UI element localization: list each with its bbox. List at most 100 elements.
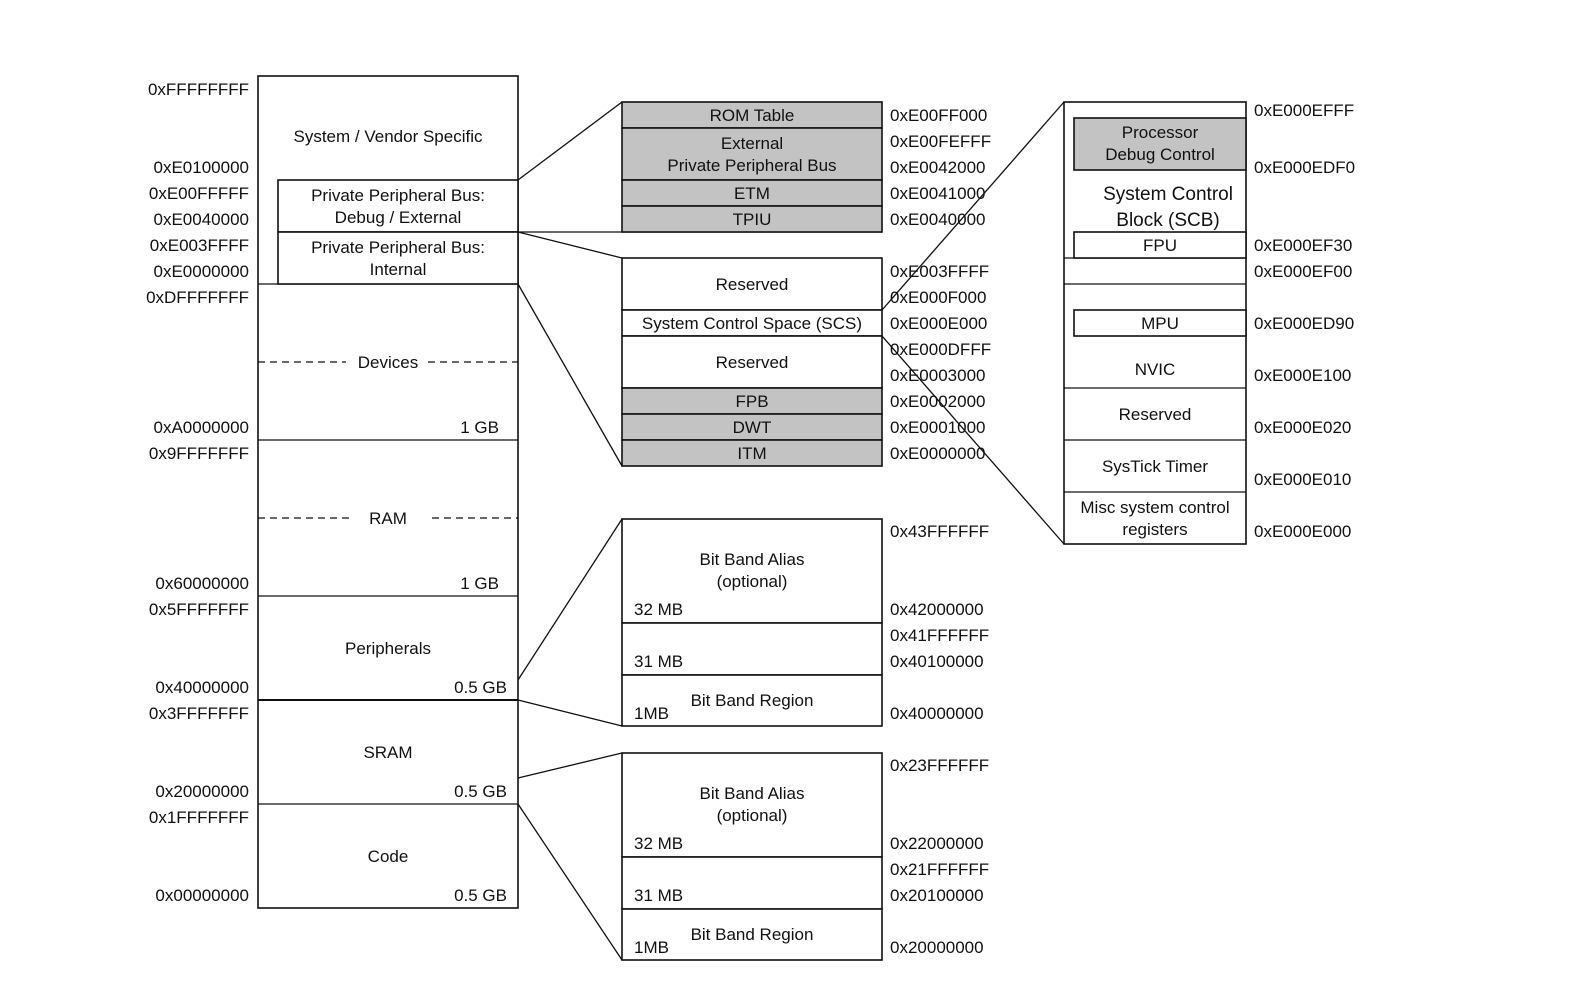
address-label: 0xE0003000	[890, 366, 985, 385]
address-label: 0x1FFFFFFF	[149, 808, 249, 827]
itm-block	[621, 439, 883, 467]
systick-label: SysTick Timer	[1102, 457, 1208, 476]
bitband-region-size: 1MB	[634, 704, 669, 723]
address-label: 0x60000000	[155, 574, 249, 593]
fpu-label: FPU	[1143, 236, 1177, 255]
region-ppb-internal-line2: Internal	[370, 260, 427, 279]
address-label: 0xE000EF30	[1254, 236, 1352, 255]
debug-control-block	[1073, 117, 1247, 171]
address-label: 0xE0000000	[154, 262, 249, 281]
region-code: Code	[368, 847, 409, 866]
address-label: 0xE000DFFF	[890, 340, 991, 359]
address-label: 0xE000E010	[1254, 470, 1351, 489]
scs-detail: Processor Debug Control System Control B…	[1063, 101, 1355, 545]
bitband-region-label: Bit Band Region	[691, 925, 814, 944]
bitband-alias-label-line2: (optional)	[717, 806, 788, 825]
address-label: 0x20000000	[155, 782, 249, 801]
address-label: 0xE000E000	[1254, 522, 1351, 541]
address-label: 0xE000EFFF	[1254, 101, 1354, 120]
address-label: 0x20100000	[890, 886, 984, 905]
address-label: 0x3FFFFFFF	[149, 704, 249, 723]
address-label: 0xE000ED90	[1254, 314, 1354, 333]
address-label: 0x21FFFFFF	[890, 860, 989, 879]
address-label: 0xFFFFFFFF	[148, 80, 249, 99]
region-ppb-internal-line1: Private Peripheral Bus:	[311, 238, 485, 257]
region-ppb-external-line2: Debug / External	[335, 208, 462, 227]
address-label: 0xE000F000	[890, 288, 986, 307]
external-ppb-label-line1: External	[721, 134, 783, 153]
region-sram: SRAM	[363, 743, 412, 762]
address-label: 0xE0100000	[154, 158, 249, 177]
region-sram-size: 0.5 GB	[454, 782, 507, 801]
address-label: 0x40000000	[155, 678, 249, 697]
main-map-addresses: 0xFFFFFFFF 0xE0100000 0xE00FFFFF 0xE0040…	[146, 80, 249, 905]
fpb-block	[621, 387, 883, 415]
itm-label: ITM	[737, 444, 766, 463]
address-label: 0xE0041000	[890, 184, 985, 203]
bitband-alias-label-line2: (optional)	[717, 572, 788, 591]
ppb-internal-region	[277, 231, 519, 285]
misc-control-label-line1: Misc system control	[1080, 498, 1229, 517]
bitband-region-block	[621, 674, 883, 727]
bitband-peripheral-detail: Bit Band Alias (optional) 32 MB 31 MB 1M…	[621, 518, 989, 727]
region-peripherals: Peripherals	[345, 639, 431, 658]
region-ram: RAM	[369, 509, 407, 528]
reserved-label: Reserved	[1119, 405, 1192, 424]
scs-label: System Control Space (SCS)	[642, 314, 862, 333]
bitband-alias-size: 32 MB	[634, 600, 683, 619]
bitband-gap-size: 31 MB	[634, 652, 683, 671]
etm-label: ETM	[734, 184, 770, 203]
address-label: 0xE0000000	[890, 444, 985, 463]
address-label: 0xE000EDF0	[1254, 158, 1355, 177]
address-label: 0xE000E000	[890, 314, 987, 333]
address-label: 0x22000000	[890, 834, 984, 853]
bitband-alias-size: 32 MB	[634, 834, 683, 853]
address-label: 0xE000E020	[1254, 418, 1351, 437]
region-ppb-external-line1: Private Peripheral Bus:	[311, 186, 485, 205]
external-ppb-block	[621, 127, 883, 181]
nvic-label: NVIC	[1135, 360, 1176, 379]
etm-block	[621, 179, 883, 207]
address-label: 0xE003FFFF	[150, 236, 249, 255]
address-label: 0xE0040000	[154, 210, 249, 229]
mpu-block	[1073, 309, 1247, 337]
reserved-block	[621, 335, 883, 389]
address-label: 0xE0002000	[890, 392, 985, 411]
region-system-vendor: System / Vendor Specific	[294, 127, 483, 146]
region-ram-size: 1 GB	[460, 574, 499, 593]
address-label: 0xE0042000	[890, 158, 985, 177]
ppb-internal-detail: Reserved System Control Space (SCS) Rese…	[621, 257, 991, 467]
fpu-block	[1073, 231, 1247, 259]
scb-label-line1: System Control	[1103, 184, 1233, 205]
region-code-size: 0.5 GB	[454, 886, 507, 905]
bitband-region-block	[621, 908, 883, 961]
connector-lines	[517, 101, 1065, 961]
tpiu-block	[621, 205, 883, 233]
external-ppb-label-line2: Private Peripheral Bus	[667, 156, 836, 175]
fpb-label: FPB	[735, 392, 768, 411]
address-label: 0x41FFFFFF	[890, 626, 989, 645]
address-label: 0xE00FEFFF	[890, 132, 991, 151]
mpu-label: MPU	[1141, 314, 1179, 333]
address-label: 0x9FFFFFFF	[149, 444, 249, 463]
address-label: 0xDFFFFFFF	[146, 288, 249, 307]
bitband-alias-label-line1: Bit Band Alias	[700, 550, 805, 569]
address-label: 0xE0040000	[890, 210, 985, 229]
bitband-alias-label-line1: Bit Band Alias	[700, 784, 805, 803]
address-label: 0x5FFFFFFF	[149, 600, 249, 619]
tpiu-label: TPIU	[733, 210, 772, 229]
address-label: 0xE00FF000	[890, 106, 987, 125]
address-label: 0xE003FFFF	[890, 262, 989, 281]
address-label: 0x43FFFFFF	[890, 522, 989, 541]
scs-block	[621, 309, 883, 337]
region-peripherals-size: 0.5 GB	[454, 678, 507, 697]
debug-control-label-line1: Processor	[1122, 123, 1199, 142]
bitband-alias-block	[621, 752, 883, 858]
address-label: 0x42000000	[890, 600, 984, 619]
bitband-gap-block	[621, 622, 883, 676]
address-label: 0x00000000	[155, 886, 249, 905]
rom-table-label: ROM Table	[710, 106, 795, 125]
address-label: 0xA0000000	[154, 418, 249, 437]
reserved-label: Reserved	[716, 353, 789, 372]
